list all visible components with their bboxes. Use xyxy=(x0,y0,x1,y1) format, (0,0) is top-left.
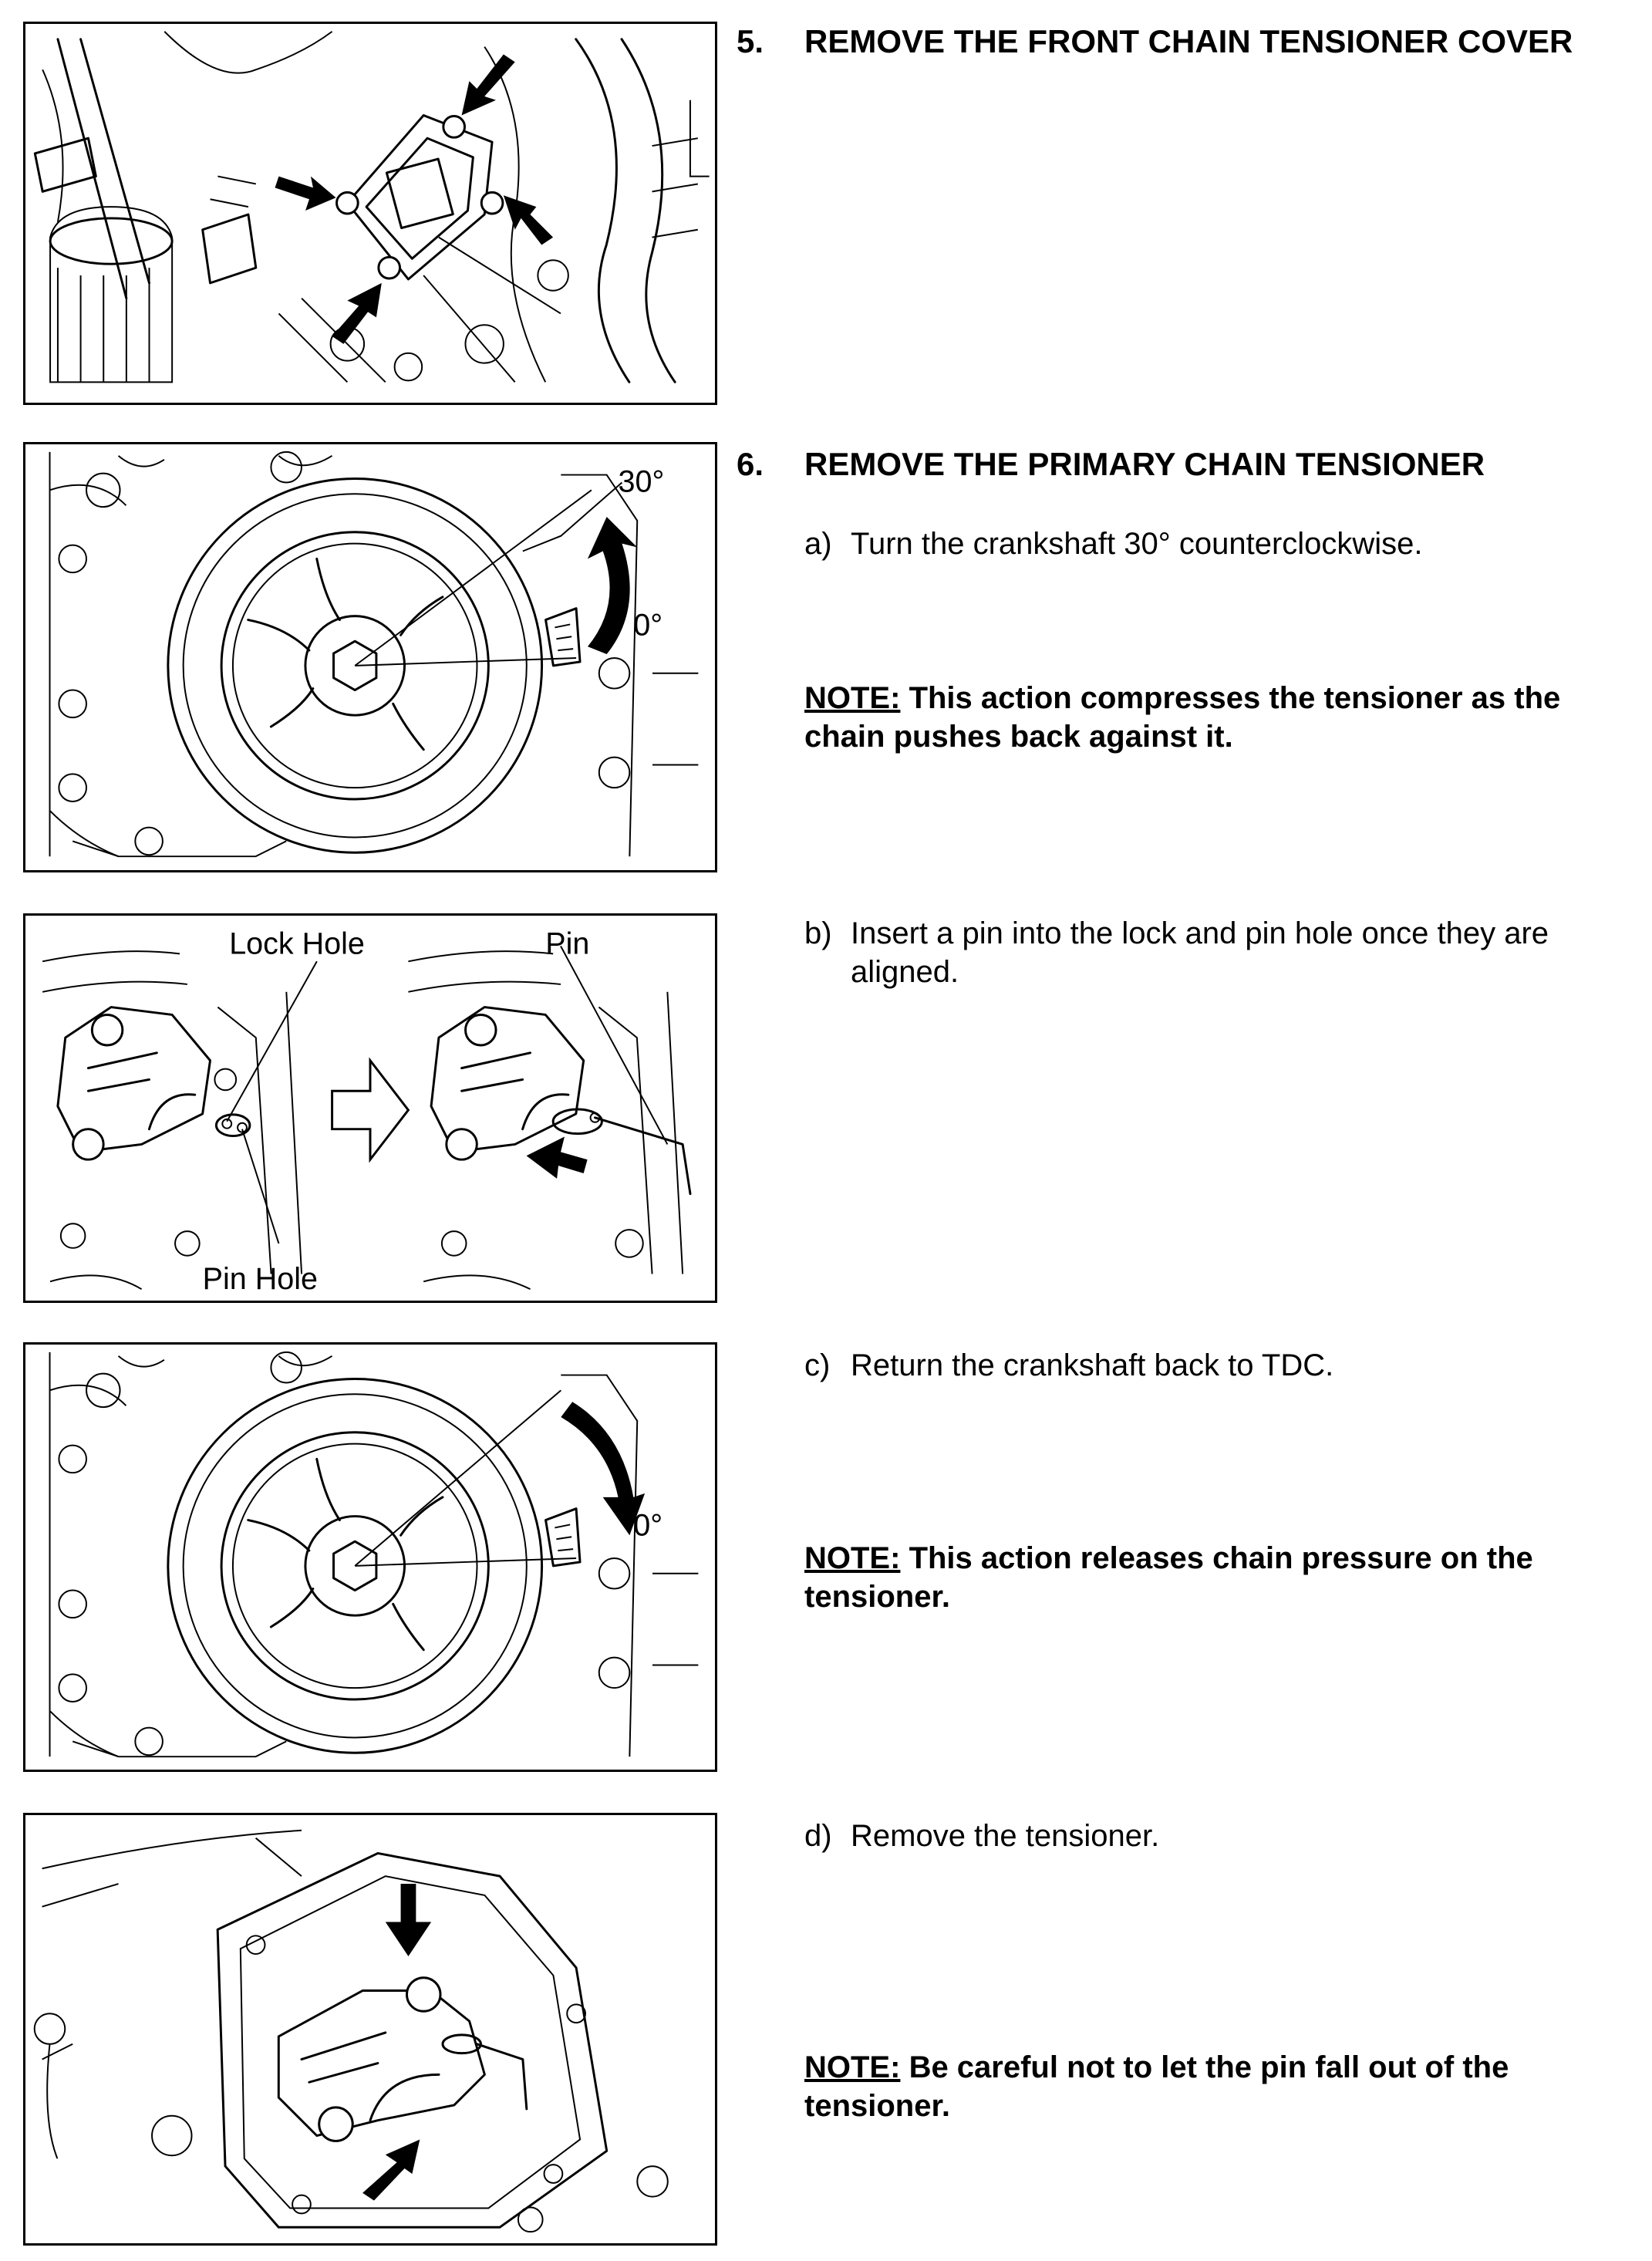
figure-remove-tensioner xyxy=(23,1813,717,2246)
angle-label-0: 0° xyxy=(633,1508,662,1542)
substep-c: c) Return the crankshaft back to TDC. xyxy=(804,1346,1622,1385)
note-label: NOTE: xyxy=(804,2050,901,2084)
step-6-number: 6. xyxy=(737,446,764,482)
substep-c-label: c) xyxy=(804,1348,831,1382)
substep-d: d) Remove the tensioner. xyxy=(804,1817,1622,1855)
substep-b-label: b) xyxy=(804,916,832,950)
crankshaft-30-illustration: 30° 0° xyxy=(49,451,699,858)
substep-a-label: a) xyxy=(804,527,832,561)
crankshaft-tdc-illustration: 0° xyxy=(49,1351,699,1758)
substep-b-text: Insert a pin into the lock and pin hole … xyxy=(851,916,1549,989)
figure-lock-pin: Lock Hole Pin Hole Pin xyxy=(23,913,717,1303)
angle-label-30: 30° xyxy=(619,464,665,498)
label-lock-hole: Lock Hole xyxy=(229,926,365,960)
note-text: Be careful not to let the pin fall out o… xyxy=(804,2050,1509,2123)
step-5-number: 5. xyxy=(737,23,764,59)
note-releases: NOTE: This action releases chain pressur… xyxy=(804,1539,1633,1616)
substep-b: b) Insert a pin into the lock and pin ho… xyxy=(804,914,1622,991)
step-6-title: REMOVE THE PRIMARY CHAIN TENSIONER xyxy=(804,446,1485,482)
note-label: NOTE: xyxy=(804,1541,901,1575)
figure-crankshaft-30: 30° 0° xyxy=(23,442,717,872)
substep-a: a) Turn the crankshaft 30° counterclockw… xyxy=(804,525,1622,563)
substep-a-text: Turn the crankshaft 30° counterclockwise… xyxy=(851,527,1423,561)
figure-tensioner-cover xyxy=(23,22,717,405)
figure-crankshaft-tdc: 0° xyxy=(23,1342,717,1772)
label-pin-hole: Pin Hole xyxy=(203,1262,318,1296)
label-pin: Pin xyxy=(545,926,589,960)
note-label: NOTE: xyxy=(804,681,901,715)
note-text: This action releases chain pressure on t… xyxy=(804,1541,1533,1614)
note-careful: NOTE: Be careful not to let the pin fall… xyxy=(804,2048,1633,2125)
lock-pin-illustration: Lock Hole Pin Hole Pin xyxy=(42,926,692,1296)
note-text: This action compresses the tensioner as … xyxy=(804,681,1561,754)
substep-d-text: Remove the tensioner. xyxy=(851,1819,1160,1853)
substep-c-text: Return the crankshaft back to TDC. xyxy=(851,1348,1334,1382)
note-compresses: NOTE: This action compresses the tension… xyxy=(804,679,1633,756)
step-5-title: REMOVE THE FRONT CHAIN TENSIONER COVER xyxy=(804,23,1573,59)
remove-tensioner-illustration xyxy=(33,1829,669,2233)
angle-label-0: 0° xyxy=(633,608,662,642)
tensioner-cover-illustration xyxy=(33,31,710,383)
substep-d-label: d) xyxy=(804,1819,832,1853)
